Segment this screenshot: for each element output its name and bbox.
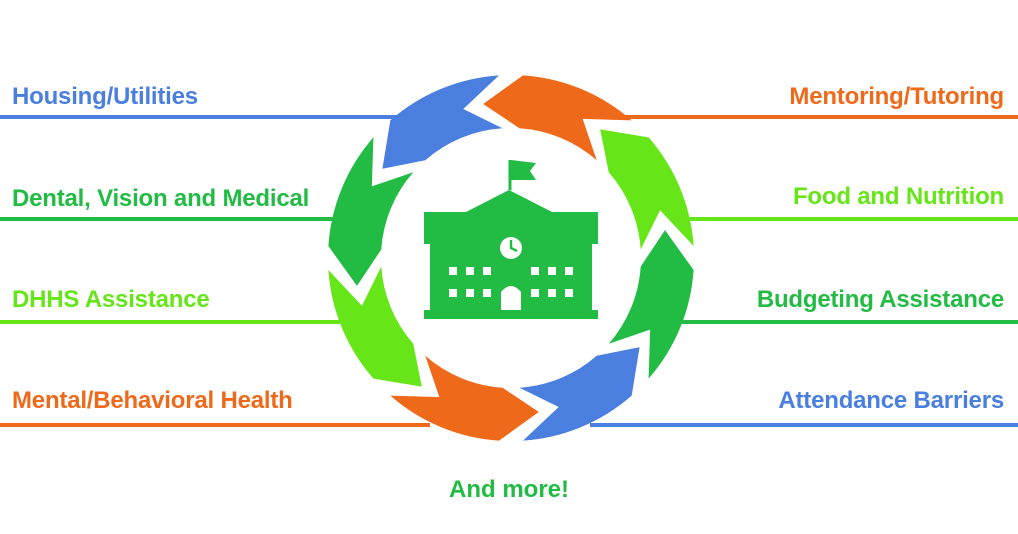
ring-arrow-segment-7	[328, 137, 414, 286]
school-building-icon	[424, 160, 598, 319]
ring-arrow-segment-8	[382, 75, 503, 169]
and-more-label: And more!	[449, 476, 569, 503]
ring-arrow-segment-4	[519, 347, 640, 441]
ring-arrow-segment-2	[600, 129, 694, 250]
label-food-nutrition: Food and Nutrition	[792, 183, 1004, 210]
ring-arrow-segment-6	[328, 266, 422, 387]
label-mental-behavioral-health: Mental/Behavioral Health	[12, 387, 293, 414]
label-attendance-barriers: Attendance Barriers	[778, 387, 1004, 414]
label-dhhs-assistance: DHHS Assistance	[12, 286, 210, 313]
ring-arrow-segment-1	[483, 75, 632, 161]
label-budgeting-assistance: Budgeting Assistance	[756, 286, 1004, 313]
label-housing-utilities: Housing/Utilities	[12, 83, 198, 110]
label-dental-vision-medical: Dental, Vision and Medical	[12, 185, 310, 212]
ring-arrow-segment-3	[608, 230, 694, 379]
ring-arrow-segment-5	[390, 355, 539, 441]
label-mentoring-tutoring: Mentoring/Tutoring	[789, 83, 1004, 110]
